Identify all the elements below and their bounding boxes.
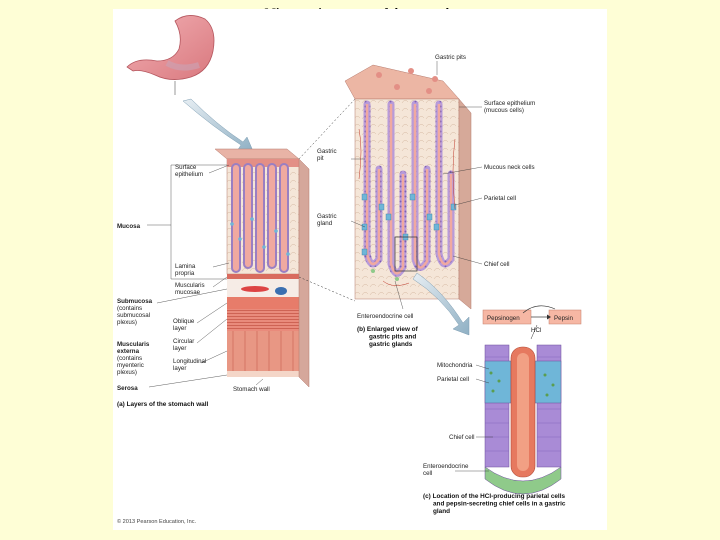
label-a-surface-epithelium: Surface epithelium — [175, 164, 203, 178]
label-chief-cell-c: Chief cell — [449, 434, 474, 441]
label-enteroendocrine-cell-b: Enteroendocrine cell — [357, 313, 413, 320]
caption-c: (c) Location of the HCl-producing pariet… — [423, 493, 567, 515]
label-muscularis-externa: Muscularis externa (contains myenteric p… — [117, 341, 151, 376]
caption-b: (b) Enlarged view of gastric pits and ga… — [357, 326, 420, 348]
figure-panel: Surface epithelium Mucosa Lamina propria… — [113, 9, 607, 530]
label-stomach-wall: Stomach wall — [233, 386, 270, 393]
label-pepsinogen: Pepsinogen — [487, 315, 520, 322]
label-hcl: HCl — [531, 327, 541, 334]
label-lamina-propria: Lamina propria — [175, 263, 197, 277]
caption-a: (a) Layers of the stomach wall — [117, 401, 208, 408]
label-submucosa: Submucosa (contains submucosal plexus) — [117, 298, 154, 326]
label-gastric-gland: Gastric gland — [317, 213, 338, 227]
label-mucous-neck-cells: Mucous neck cells — [484, 164, 535, 171]
gland-detail — [482, 305, 582, 495]
zoom-arrow-c — [412, 272, 470, 336]
label-longitudinal-layer: Longitudinal layer — [173, 358, 208, 372]
label-enteroendocrine-cell-c: Enteroendocrine cell — [423, 463, 470, 477]
stomach-icon — [126, 15, 215, 95]
label-gastric-pit: Gastric pit — [317, 148, 338, 162]
zoom-arrow-a — [182, 98, 254, 152]
label-muscularis-mucosae: Muscularis mucosae — [175, 282, 206, 296]
label-mitochondria: Mitochondria — [437, 362, 473, 369]
label-circular-layer: Circular layer — [173, 338, 196, 352]
stomach-wall-block — [214, 148, 310, 388]
copyright-notice: © 2013 Pearson Education, Inc. — [117, 518, 197, 525]
label-surface-epithelium-b: Surface epithelium (mucous cells) — [484, 100, 537, 114]
label-mucosa: Mucosa — [117, 223, 141, 230]
label-gastric-pits: Gastric pits — [435, 54, 466, 61]
stomach-diagram: Surface epithelium Mucosa Lamina propria… — [117, 15, 582, 525]
label-parietal-cell-b: Parietal cell — [484, 195, 516, 202]
label-oblique-layer: Oblique layer — [173, 318, 196, 332]
gastric-glands-block — [344, 64, 472, 310]
label-chief-cell-b: Chief cell — [484, 261, 509, 268]
label-pepsin: Pepsin — [554, 315, 573, 322]
label-serosa: Serosa — [117, 385, 138, 392]
label-parietal-cell-c: Parietal cell — [437, 376, 469, 383]
